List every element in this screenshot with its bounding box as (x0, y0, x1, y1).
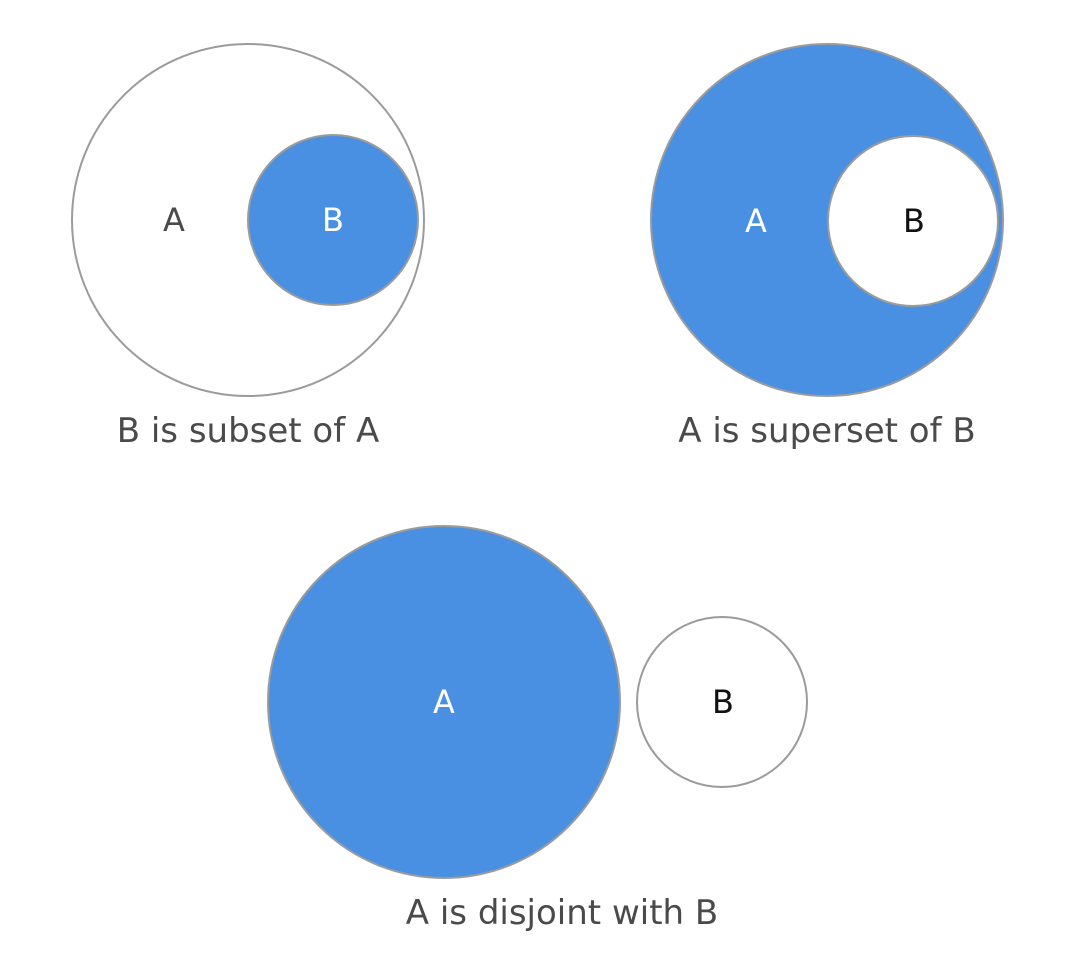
set-a-label: A (745, 202, 767, 240)
superset-caption: A is superset of B (678, 411, 975, 451)
set-a-label: A (163, 201, 185, 239)
set-b-circle (827, 135, 999, 307)
superset-panel: A B A is superset of B (650, 43, 1004, 451)
set-a-label: A (433, 683, 455, 721)
set-a-circle (267, 525, 621, 879)
subset-caption: B is subset of A (117, 411, 380, 451)
disjoint-caption: A is disjoint with B (406, 893, 718, 933)
set-b-label: B (712, 683, 734, 721)
set-b-circle (247, 134, 419, 306)
set-a-circle (650, 43, 1004, 397)
set-b-label: B (322, 201, 344, 239)
disjoint-panel: A B A is disjoint with B (267, 525, 808, 933)
subset-panel: A B B is subset of A (71, 43, 425, 451)
set-b-label: B (903, 202, 925, 240)
set-b-circle (636, 616, 808, 788)
